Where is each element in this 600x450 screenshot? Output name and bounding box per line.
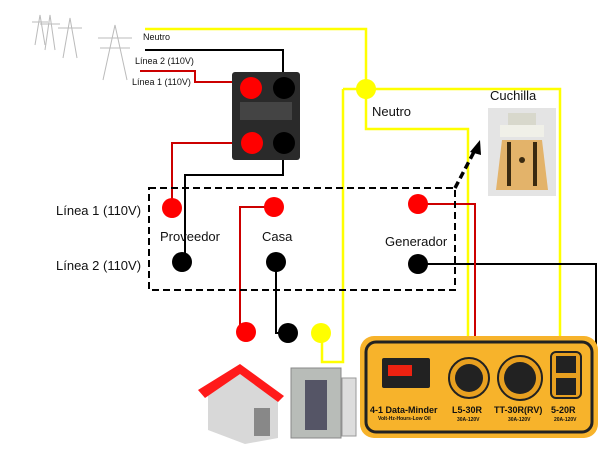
meter-label: 4-1 Data-Minder bbox=[370, 405, 438, 415]
neutro-top-label: Neutro bbox=[143, 32, 171, 42]
proveedor-label: Proveedor bbox=[160, 229, 220, 244]
cuchilla-label: Cuchilla bbox=[490, 88, 537, 103]
knife-switch-image bbox=[488, 108, 556, 196]
neutro-label: Neutro bbox=[372, 104, 412, 119]
linea2-top-label: Línea 2 (110V) bbox=[135, 56, 194, 66]
breaker-panel-icon bbox=[290, 367, 357, 439]
outlet-name: 5-20R bbox=[551, 405, 576, 415]
generador-label: Generador bbox=[385, 234, 448, 249]
transfer-box bbox=[148, 187, 456, 291]
outlet-name: TT-30R(RV) bbox=[494, 405, 543, 415]
power-towers-icon bbox=[32, 14, 132, 81]
switch-arrow bbox=[453, 149, 477, 189]
linea2-label: Línea 2 (110V) bbox=[56, 258, 142, 273]
line1-wire bbox=[140, 70, 476, 362]
arrow-head-icon bbox=[470, 140, 481, 155]
outlet-name: L5-30R bbox=[452, 405, 483, 415]
casa-label: Casa bbox=[262, 229, 293, 244]
linea1-label: Línea 1 (110V) bbox=[56, 203, 142, 218]
outlet-rating: 30A-120V bbox=[457, 417, 480, 423]
main-breaker bbox=[232, 72, 300, 160]
terminals bbox=[162, 194, 428, 343]
linea1-top-label: Línea 1 (110V) bbox=[132, 77, 191, 87]
neutral-junction bbox=[356, 79, 376, 99]
outlet-rating: 20A-120V bbox=[554, 417, 577, 423]
house-icon bbox=[198, 364, 284, 444]
meter-sub-label: Volt-Hz-Hours-Low Oil bbox=[378, 416, 431, 422]
neutral-wire bbox=[145, 27, 562, 364]
outlet-rating: 30A-120V bbox=[508, 417, 531, 423]
generator-panel bbox=[360, 336, 598, 438]
